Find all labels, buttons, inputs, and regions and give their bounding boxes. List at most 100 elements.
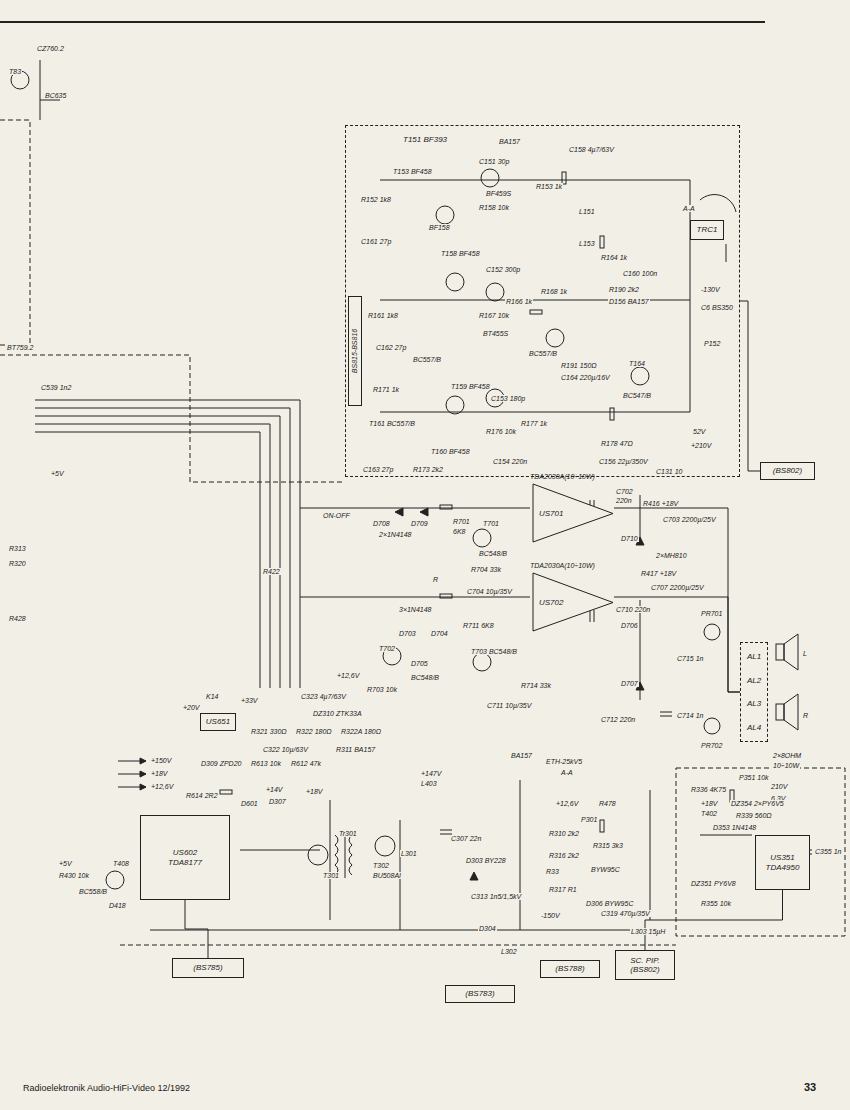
bus-wire	[35, 400, 300, 688]
part-label: R339 560Ω	[735, 812, 773, 819]
part-label: +18V	[305, 788, 324, 795]
resistor-symbol	[530, 310, 542, 314]
part-label: C161 27p	[360, 238, 392, 245]
part-label: R322 180Ω	[295, 728, 333, 735]
part-label: R704 33k	[470, 566, 502, 573]
wire-connector	[185, 900, 208, 958]
part-label: C715 1n	[676, 655, 704, 662]
part-label: L301	[400, 850, 418, 857]
part-label: BA157	[510, 752, 533, 759]
part-label: T160 BF458	[430, 448, 471, 455]
speaker-symbol	[784, 634, 798, 670]
pin-block: AL1AL2AL3AL4	[740, 642, 768, 742]
part-label: C323 4µ7/63V	[300, 693, 347, 700]
part-label: T402	[700, 810, 718, 817]
page-footer: Radioelektronik Audio-HiFi-Video 12/1992	[22, 1084, 191, 1093]
part-label: L	[802, 650, 808, 657]
part-label: P152	[703, 340, 721, 347]
part-label: 2×8OHM	[772, 752, 802, 759]
crt-socket-box: TRC1	[690, 220, 724, 240]
transformer-coil	[349, 835, 352, 875]
resistor-symbol	[610, 408, 614, 420]
part-label: R316 2k2	[548, 852, 580, 859]
part-label: R315 3k3	[592, 842, 624, 849]
part-label: C355 1n	[814, 848, 842, 855]
ic-name: TDA8177	[168, 858, 202, 867]
part-label: L153	[578, 240, 596, 247]
part-label: T159 BF458	[450, 383, 491, 390]
part-label: C707 2200µ/25V	[650, 584, 705, 591]
resistor-symbol	[600, 236, 604, 248]
part-label: R614 2R2	[185, 792, 219, 799]
transformer-coil	[345, 832, 346, 878]
part-label: C313 1n5/1,5kV	[470, 893, 522, 900]
part-label: C162 27p	[375, 344, 407, 351]
part-label: T83	[8, 68, 22, 75]
part-label: C164 220µ/16V	[560, 374, 611, 381]
ic-name: US651	[206, 717, 230, 726]
part-label: BC558/B	[78, 888, 108, 895]
part-label: C160 100n	[622, 270, 658, 277]
wire	[40, 60, 60, 120]
connector-name: (BS785)	[193, 963, 222, 972]
diode-symbol	[395, 508, 644, 880]
transistor-symbol	[446, 396, 464, 414]
part-label: D353 1N4148	[712, 824, 757, 831]
speaker-symbol	[784, 694, 798, 730]
part-label: A-A	[682, 205, 696, 212]
part-label: T153 BF458	[392, 168, 433, 175]
part-label: R701	[452, 518, 471, 525]
part-label: C704 10µ/35V	[466, 588, 513, 595]
part-label: R	[802, 712, 809, 719]
amplifier-ic: TDA2030A(10÷10W)US701	[530, 473, 614, 543]
part-label: C154 220n	[492, 458, 528, 465]
part-label: 6K8	[452, 528, 466, 535]
part-label: R173 2k2	[412, 466, 444, 473]
connector-name: SC. PIP.	[630, 956, 660, 965]
module-outline	[0, 355, 345, 482]
connector-box: (BS802)	[760, 462, 815, 480]
bus-wire	[35, 432, 260, 688]
part-label: R	[432, 576, 439, 583]
part-label: R711 6K8	[462, 622, 495, 629]
part-label: R355 10k	[700, 900, 732, 907]
bus-wire	[35, 416, 280, 688]
wire	[690, 180, 691, 412]
module-outline	[0, 120, 845, 945]
part-label: +14V	[265, 786, 284, 793]
part-label: T158 BF458	[440, 250, 481, 257]
part-label: BC635	[44, 92, 67, 99]
part-label: C711 10µ/35V	[486, 702, 532, 709]
part-label: -150V	[540, 912, 561, 919]
part-label: D307	[268, 798, 287, 805]
wire	[300, 597, 530, 598]
part-label: C153 180p	[490, 395, 526, 402]
ic-name: US351	[770, 853, 794, 862]
part-label: T164	[628, 360, 646, 367]
part-label: P351 10k	[738, 774, 770, 781]
part-label: C131 10	[655, 468, 683, 475]
part-label: C322 10µ/63V	[262, 746, 309, 753]
pin-name: AL3	[747, 699, 761, 708]
part-label: L303 15µH	[630, 928, 666, 935]
ic-name: TDA2030A(10÷10W)	[530, 562, 614, 570]
wire-connector	[645, 890, 783, 950]
diode-symbol	[470, 872, 478, 880]
bus-wire	[35, 424, 270, 688]
part-label: +12,6V	[555, 800, 579, 807]
transistor-symbol	[486, 283, 504, 301]
wire	[380, 412, 690, 413]
part-label: R176 10k	[485, 428, 517, 435]
part-label: +18V	[700, 800, 719, 807]
part-label: R310 2k2	[548, 830, 580, 837]
part-label: R703 10k	[366, 686, 398, 693]
part-label: R191 150Ω	[560, 362, 598, 369]
part-label: R311 BA157	[335, 746, 376, 753]
part-label: PR701	[700, 610, 723, 617]
part-name: TRC1	[697, 225, 718, 234]
part-label: D601	[240, 800, 259, 807]
part-label: 2×MH810	[655, 552, 688, 559]
